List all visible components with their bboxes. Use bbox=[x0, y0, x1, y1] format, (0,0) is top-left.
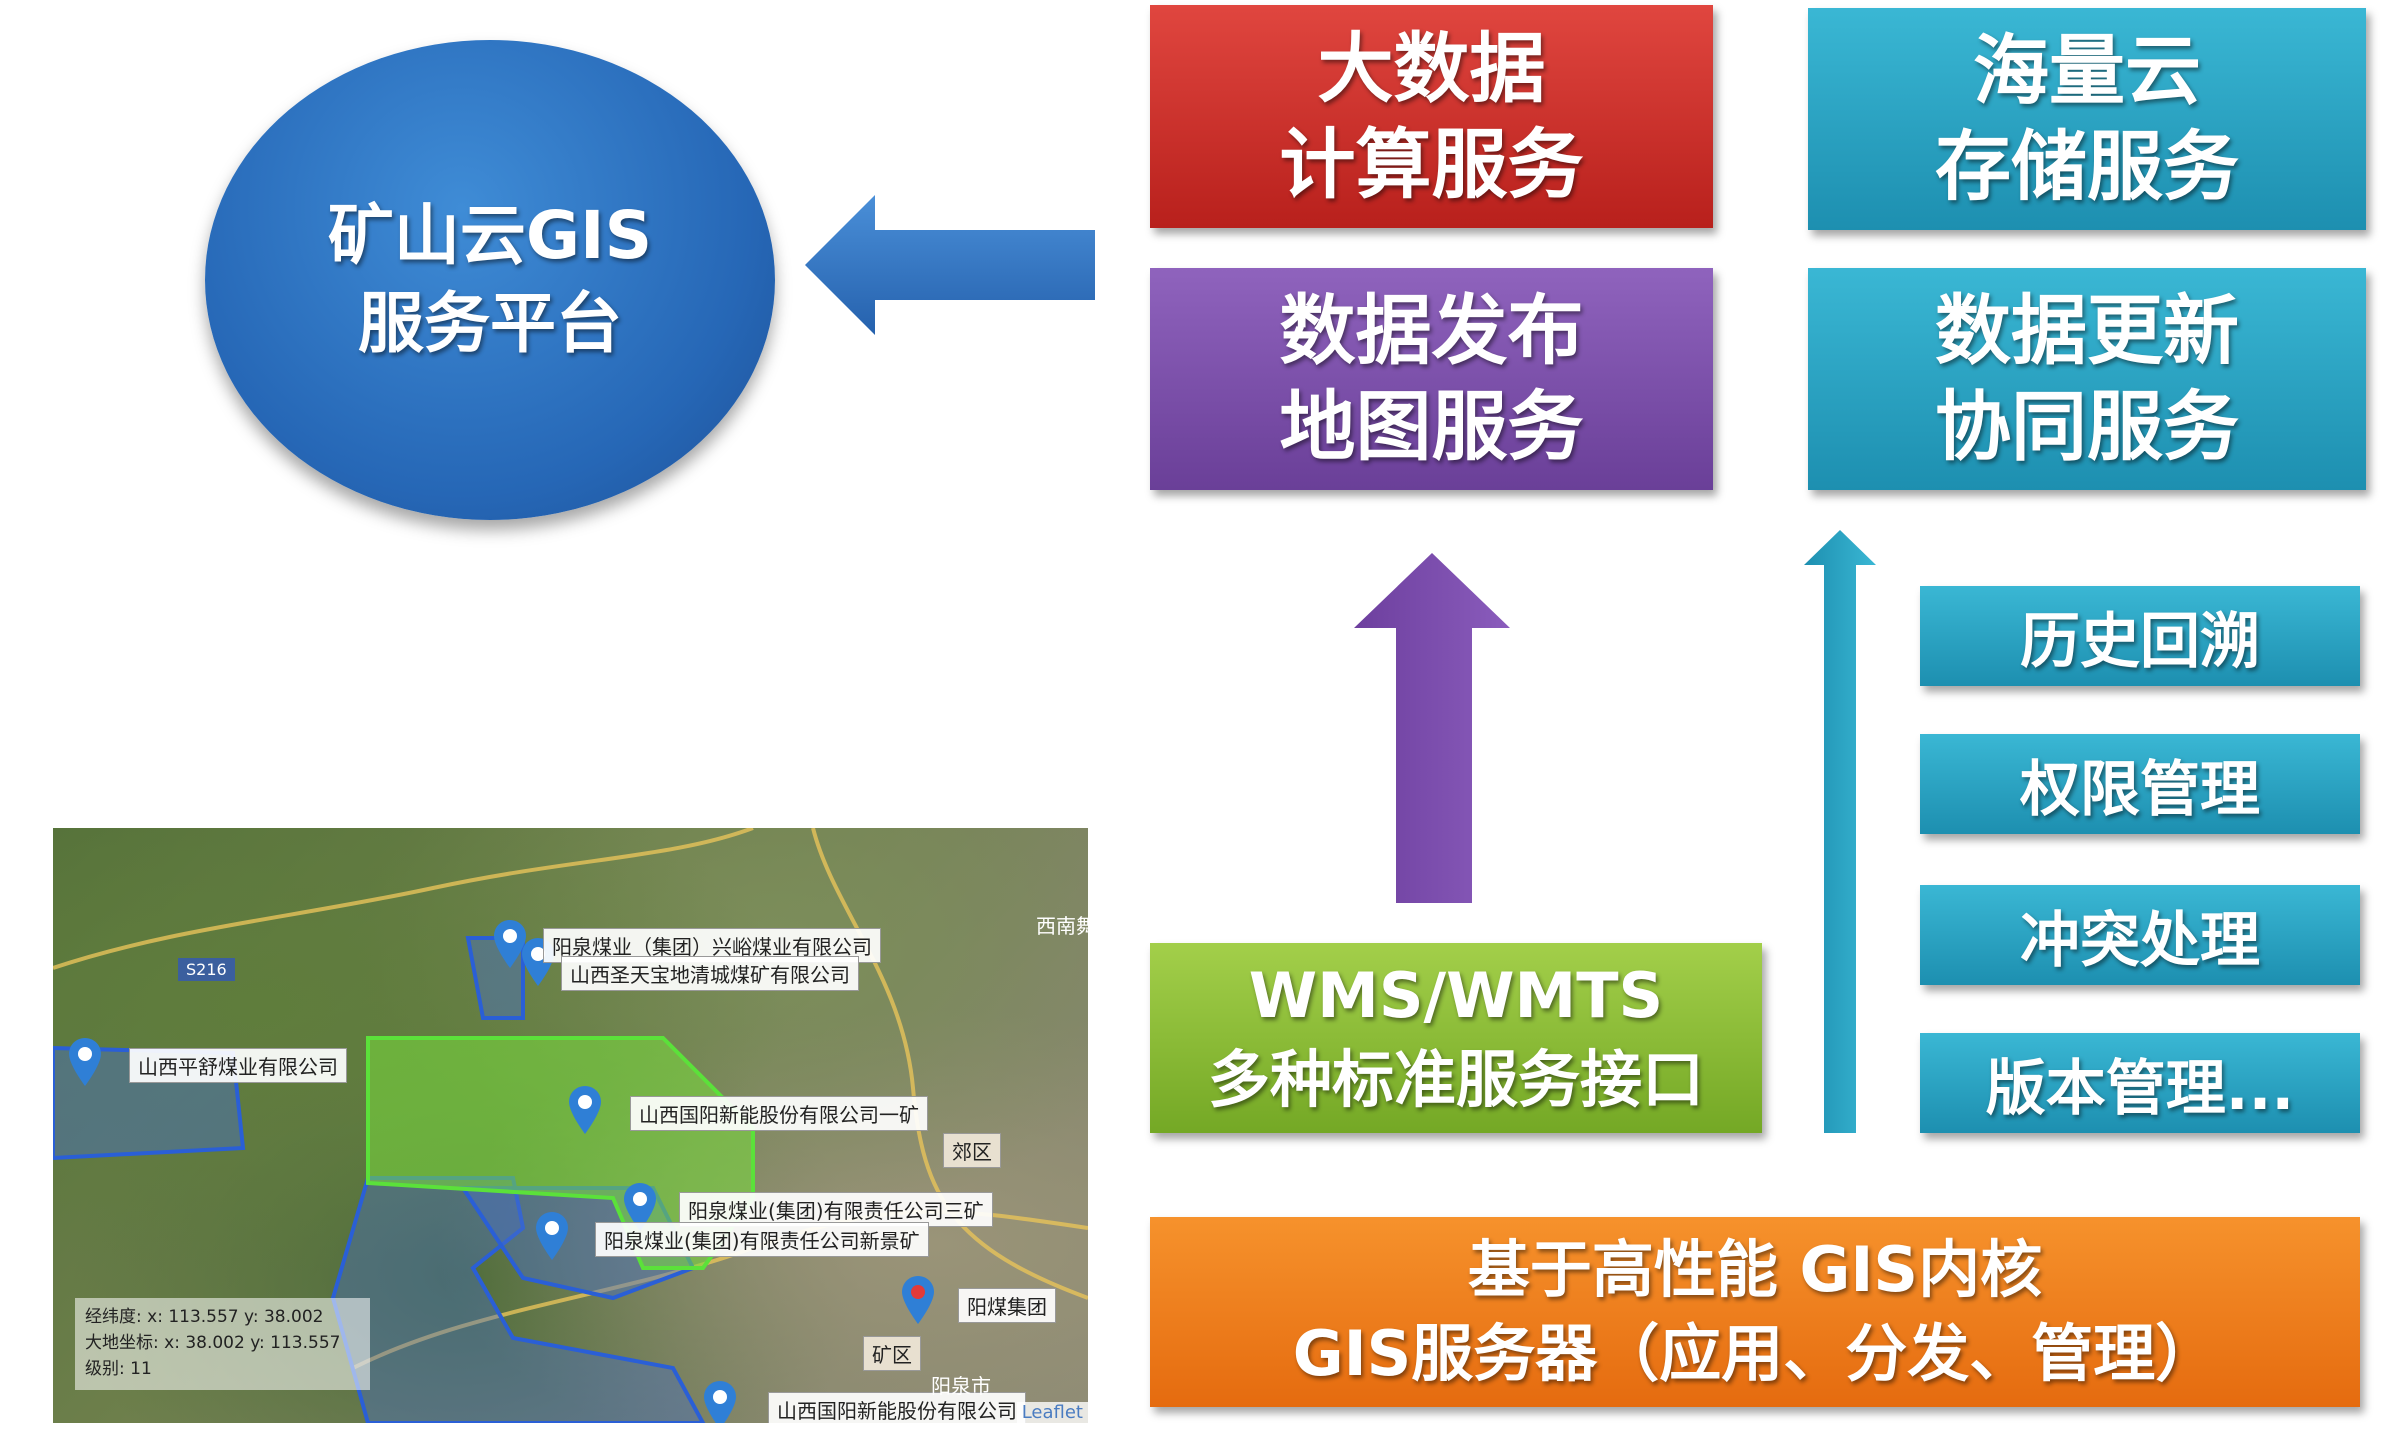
publish-line1: 数据发布 bbox=[1279, 286, 1584, 375]
feature-label: 冲突处理 bbox=[2020, 905, 2260, 976]
map-pin-icon[interactable] bbox=[623, 1183, 657, 1231]
feature-version: 版本管理... bbox=[1920, 1033, 2360, 1133]
storage-line2: 存储服务 bbox=[1935, 122, 2239, 211]
interfaces-line1: WMS/WMTS bbox=[1248, 959, 1664, 1032]
update-line2: 协同服务 bbox=[1935, 382, 2239, 471]
cloud-storage-service: 海量云 存储服务 bbox=[1808, 8, 2366, 230]
lonlat-readout: 经纬度: x: 113.557 y: 38.002 bbox=[85, 1307, 324, 1327]
map-label: 山西圣天宝地清城煤矿有限公司 bbox=[561, 956, 859, 991]
arrow-up-to-publish bbox=[1352, 553, 1510, 903]
map-pin-icon[interactable] bbox=[493, 920, 527, 968]
feature-label: 历史回溯 bbox=[2020, 606, 2260, 677]
platform-title-line2: 服务平台 bbox=[358, 285, 622, 362]
map-attribution[interactable]: Leaflet bbox=[1016, 1402, 1088, 1423]
place-label: 矿区 bbox=[863, 1336, 921, 1371]
map-publish-service: 数据发布 地图服务 bbox=[1150, 268, 1713, 490]
arrow-up-to-update-shape bbox=[1804, 530, 1876, 1133]
place-label: 西南舞 bbox=[1036, 914, 1088, 938]
map-pin-icon[interactable] bbox=[535, 1212, 569, 1260]
map-label: 山西国阳新能股份有限公司 bbox=[768, 1392, 1026, 1423]
place-label: 郊区 bbox=[943, 1133, 1001, 1168]
feature-conflict: 冲突处理 bbox=[1920, 885, 2360, 985]
map-label: 山西国阳新能股份有限公司一矿 bbox=[630, 1096, 928, 1131]
map-label: 阳泉煤业(集团)有限责任公司新景矿 bbox=[595, 1222, 929, 1257]
gis-platform-node: 矿山云GIS 服务平台 bbox=[205, 40, 775, 520]
feature-label: 权限管理 bbox=[2020, 754, 2260, 825]
storage-line1: 海量云 bbox=[1973, 26, 2201, 115]
bigdata-compute-service: 大数据 计算服务 bbox=[1150, 5, 1713, 228]
map-pin-icon[interactable] bbox=[901, 1276, 935, 1324]
standard-interfaces: WMS/WMTS 多种标准服务接口 bbox=[1150, 943, 1762, 1133]
map-pin-icon[interactable] bbox=[703, 1381, 737, 1423]
bigdata-line2: 计算服务 bbox=[1279, 119, 1584, 209]
feature-history: 历史回溯 bbox=[1920, 586, 2360, 686]
zoom-level-readout: 级别: 11 bbox=[85, 1359, 152, 1379]
map-label: 阳煤集团 bbox=[958, 1288, 1056, 1323]
publish-line2: 地图服务 bbox=[1279, 382, 1584, 471]
gis-core-server: 基于高性能 GIS内核 GIS服务器（应用、分发、管理） bbox=[1150, 1217, 2360, 1407]
arrow-left-to-platform bbox=[805, 195, 1095, 335]
place-label: 阳泉市 bbox=[931, 1374, 991, 1398]
core-line2: GIS服务器（应用、分发、管理） bbox=[1292, 1317, 2218, 1390]
coordinate-readout: 经纬度: x: 113.557 y: 38.002 大地坐标: x: 38.00… bbox=[75, 1298, 370, 1390]
collaborative-update-service: 数据更新 协同服务 bbox=[1808, 268, 2366, 490]
feature-label: 版本管理... bbox=[1985, 1053, 2295, 1124]
platform-title-line1: 矿山云GIS bbox=[327, 197, 653, 274]
mine-map[interactable]: 阳泉煤业（集团）兴峪煤业有限公司 山西圣天宝地清城煤矿有限公司 山西平舒煤业有限… bbox=[53, 828, 1088, 1423]
update-line1: 数据更新 bbox=[1935, 286, 2239, 375]
interfaces-line2: 多种标准服务接口 bbox=[1207, 1043, 1704, 1116]
arrow-up-to-publish-shape bbox=[1354, 553, 1510, 903]
core-line1: 基于高性能 GIS内核 bbox=[1467, 1233, 2043, 1306]
map-label: 山西平舒煤业有限公司 bbox=[129, 1048, 347, 1083]
bigdata-line1: 大数据 bbox=[1317, 23, 1546, 113]
map-pin-icon[interactable] bbox=[568, 1086, 602, 1134]
map-pin-icon[interactable] bbox=[68, 1038, 102, 1086]
map-label: 阳泉煤业(集团)有限责任公司三矿 bbox=[679, 1192, 993, 1227]
geo-readout: 大地坐标: x: 38.002 y: 113.557 bbox=[85, 1333, 341, 1353]
road-label: S216 bbox=[178, 958, 235, 981]
feature-permission: 权限管理 bbox=[1920, 734, 2360, 834]
